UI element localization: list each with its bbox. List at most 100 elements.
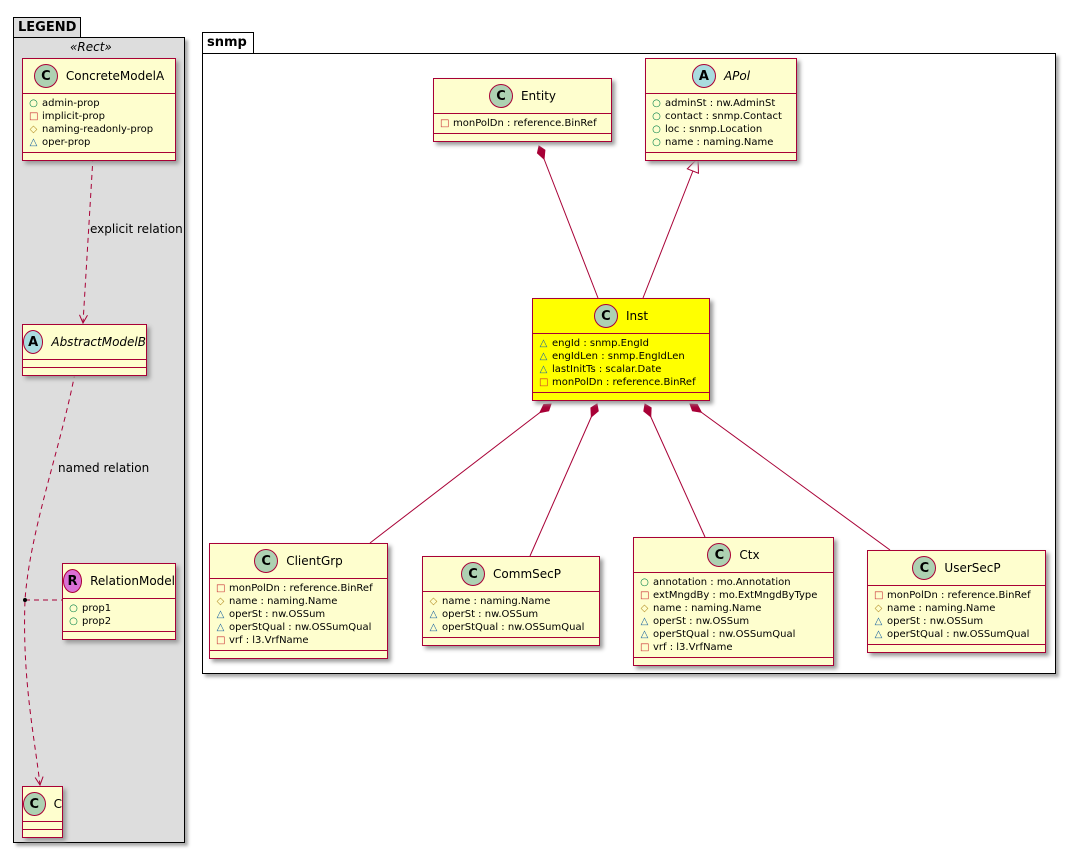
attribute-list: △engId : snmp.EngId△engIdLen : snmp.EngI… bbox=[533, 334, 709, 393]
circle-public-icon: ○ bbox=[29, 98, 38, 109]
square-private-icon: □ bbox=[440, 118, 450, 129]
attribute: △ operSt : nw.OSSum bbox=[640, 615, 827, 628]
class-icon: C bbox=[461, 562, 486, 586]
attribute-text: contact : snmp.Contact bbox=[665, 111, 782, 122]
circle-public-icon: ○ bbox=[652, 98, 661, 109]
named-relation-label: named relation bbox=[58, 461, 150, 475]
square-private-icon: □ bbox=[539, 377, 549, 388]
class-name: ClientGrp bbox=[286, 554, 343, 568]
class-commsecp[interactable]: C CommSecP ◇name : naming.Name△operSt : nw… bbox=[422, 556, 600, 646]
attribute: △oper-prop bbox=[29, 136, 169, 149]
attribute-text: operSt : nw.OSSum bbox=[887, 616, 984, 627]
class-name: APol bbox=[723, 69, 751, 83]
circle-public-icon: ○ bbox=[640, 577, 649, 588]
inst-usersecp-composition bbox=[690, 404, 891, 551]
attribute-text: loc : snmp.Location bbox=[665, 124, 763, 135]
method-list bbox=[634, 658, 833, 665]
circle-public-icon: ○ bbox=[69, 603, 78, 614]
attribute-list: ◇name : naming.Name△operSt : nw.OSSum△op… bbox=[423, 592, 599, 638]
attribute-list: ○prop1○prop2 bbox=[63, 599, 175, 632]
diamond-protected-icon: ◇ bbox=[29, 124, 38, 135]
square-private-icon: □ bbox=[216, 583, 226, 594]
attribute-text: monPolDn : reference.BinRef bbox=[887, 590, 1031, 601]
class-name: RelationModel bbox=[90, 574, 175, 588]
method-list bbox=[23, 830, 62, 837]
diamond-protected-icon: ◇ bbox=[216, 596, 225, 607]
method-list bbox=[533, 393, 709, 400]
attribute: □monPolDn : reference.BinRef bbox=[216, 582, 381, 595]
attribute-text: vrf : l3.VrfName bbox=[229, 635, 309, 646]
attribute-text: monPolDn : reference.BinRef bbox=[453, 118, 597, 129]
method-list bbox=[868, 645, 1045, 652]
circle-public-icon: ○ bbox=[69, 616, 78, 627]
attribute: ○ adminSt : nw.AdminSt bbox=[652, 97, 790, 110]
inst-commsecp-composition bbox=[529, 404, 597, 557]
method-list bbox=[423, 638, 599, 645]
attribute: ○loc : snmp.Location bbox=[652, 123, 790, 136]
attribute-text: naming-readonly-prop bbox=[42, 124, 154, 135]
triangle-package-icon: △ bbox=[640, 616, 649, 627]
attribute: ○ contact : snmp.Contact bbox=[652, 110, 790, 123]
attribute: ○prop1 bbox=[69, 602, 169, 615]
attribute-text: oper-prop bbox=[42, 137, 91, 148]
attribute-text: name : naming.Name bbox=[442, 596, 551, 607]
attribute: ◇name : naming.Name bbox=[216, 595, 381, 608]
attribute-text: adminSt : nw.AdminSt bbox=[665, 98, 776, 109]
inst-apol-generalization bbox=[642, 158, 698, 299]
attribute: ○ annotation : mo.Annotation bbox=[640, 576, 827, 589]
class-name: CommSecP bbox=[493, 567, 561, 581]
square-private-icon: □ bbox=[874, 590, 884, 601]
attribute-list bbox=[23, 822, 62, 830]
attribute-list: ○admin-prop□implicit-prop◇naming-readonl… bbox=[23, 94, 175, 153]
triangle-package-icon: △ bbox=[874, 616, 883, 627]
attribute-text: operStQual : nw.OSSumQual bbox=[442, 622, 585, 633]
attribute-text: operSt : nw.OSSum bbox=[442, 609, 539, 620]
inst-clientgrp-composition bbox=[369, 404, 551, 544]
class-icon: C bbox=[912, 556, 937, 580]
attribute: △operStQual : nw.OSSumQual bbox=[874, 628, 1039, 641]
attribute-text: extMngdBy : mo.ExtMngdByType bbox=[653, 590, 818, 601]
attribute: □vrf : l3.VrfName bbox=[640, 641, 827, 654]
attribute: △operStQual : nw.OSSumQual bbox=[216, 621, 381, 634]
legend-package bbox=[13, 37, 185, 843]
method-list bbox=[434, 134, 611, 141]
triangle-package-icon: △ bbox=[539, 351, 548, 362]
attribute-text: operSt : nw.OSSum bbox=[229, 609, 326, 620]
relation-junction-dot bbox=[23, 598, 27, 602]
attribute-text: implicit-prop bbox=[42, 111, 105, 122]
attribute-text: operSt : nw.OSSum bbox=[653, 616, 750, 627]
class-name: UserSecP bbox=[944, 561, 1001, 575]
class-icon: C bbox=[707, 543, 732, 567]
attribute-text: name : naming.Name bbox=[665, 137, 774, 148]
attribute-text: annotation : mo.Annotation bbox=[653, 577, 791, 588]
attribute: △operStQual : nw.OSSumQual bbox=[640, 628, 827, 641]
attribute: □vrf : l3.VrfName bbox=[216, 634, 381, 647]
attribute: △lastInitTs : scalar.Date bbox=[539, 363, 703, 376]
circle-public-icon: ○ bbox=[652, 111, 661, 122]
triangle-package-icon: △ bbox=[216, 622, 225, 633]
attribute: △engId : snmp.EngId bbox=[539, 337, 703, 350]
attribute: □monPolDn : reference.BinRef bbox=[440, 117, 605, 130]
class-name: Entity bbox=[520, 89, 557, 103]
attribute-text: lastInitTs : scalar.Date bbox=[552, 364, 662, 375]
method-list bbox=[210, 651, 387, 658]
square-private-icon: □ bbox=[29, 111, 39, 122]
diamond-protected-icon: ◇ bbox=[874, 603, 883, 614]
attribute-text: monPolDn : reference.BinRef bbox=[552, 377, 696, 388]
method-list bbox=[23, 368, 146, 375]
